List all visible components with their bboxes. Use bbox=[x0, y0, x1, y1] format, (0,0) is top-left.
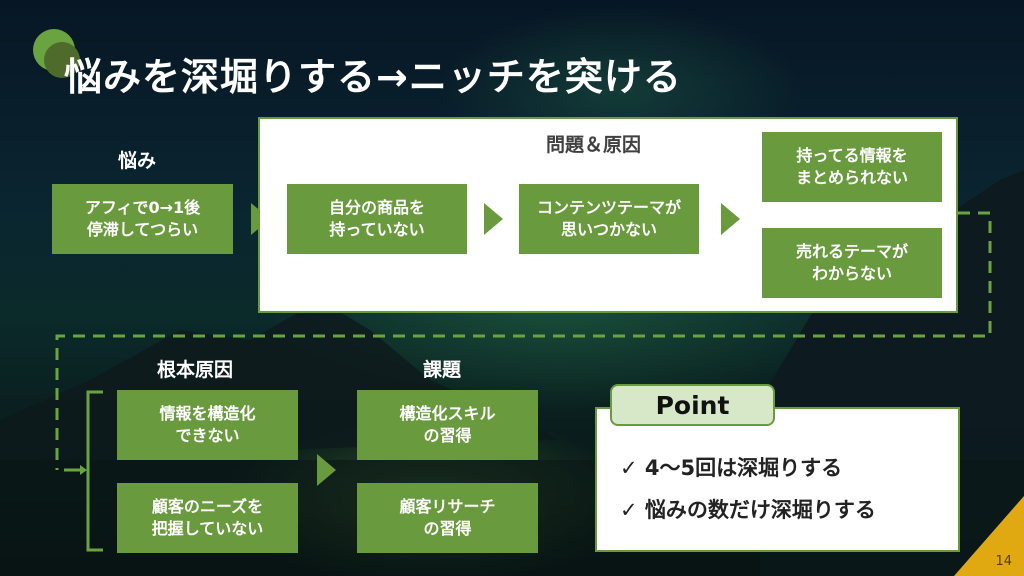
arrow-right-icon bbox=[721, 203, 740, 235]
slide-title: 悩みを深堀りする→ニッチを突ける bbox=[64, 55, 682, 99]
point-item: ✓ 悩みの数だけ深堀りする bbox=[620, 498, 876, 522]
point-box bbox=[595, 407, 960, 552]
corner-decoration bbox=[954, 496, 1024, 576]
dashed-connector-line bbox=[55, 211, 992, 470]
root-cause-heading: 根本原因 bbox=[157, 359, 234, 381]
cause-box-organize-info: 持ってる情報を まとめられない bbox=[762, 132, 942, 202]
cause-box-selling-theme: 売れるテーマが わからない bbox=[762, 228, 942, 298]
arrow-right-icon bbox=[484, 203, 503, 235]
point-label: Point bbox=[610, 384, 775, 426]
point-item: ✓ 4〜5回は深堀りする bbox=[620, 456, 843, 480]
task-box: 構造化スキル の習得 bbox=[357, 390, 538, 460]
problem-box-own-product: 自分の商品を 持っていない bbox=[287, 184, 467, 254]
worry-heading: 悩み bbox=[118, 150, 157, 172]
problems-heading: 問題＆原因 bbox=[546, 134, 642, 156]
bracket bbox=[86, 390, 103, 552]
problem-box-content-theme: コンテンツテーマが 思いつかない bbox=[519, 184, 699, 254]
logo-circle-inner bbox=[44, 42, 80, 78]
root-cause-box: 顧客のニーズを 把握していない bbox=[117, 483, 298, 553]
arrow-right-icon bbox=[317, 454, 336, 486]
tasks-heading: 課題 bbox=[423, 359, 462, 381]
connector-arrow-head bbox=[80, 465, 87, 475]
worry-box: アフィで0→1後 停滞してつらい bbox=[52, 184, 233, 254]
root-cause-box: 情報を構造化 できない bbox=[117, 390, 298, 460]
task-box: 顧客リサーチ の習得 bbox=[357, 483, 538, 553]
page-number: 14 bbox=[995, 554, 1012, 569]
